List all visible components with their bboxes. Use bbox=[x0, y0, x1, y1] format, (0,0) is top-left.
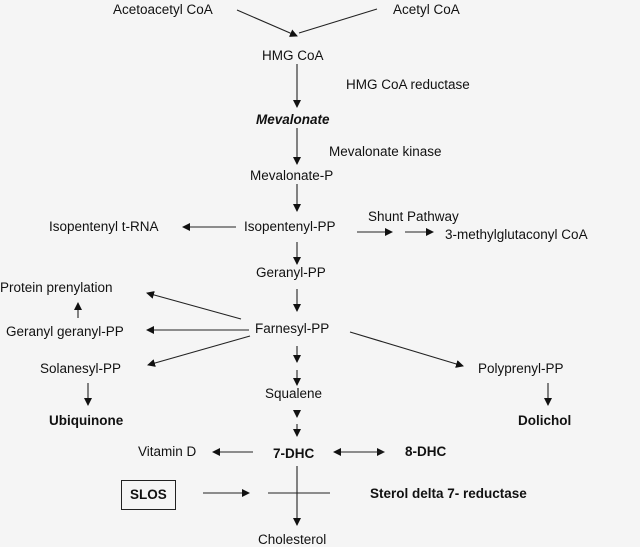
arrow-acetyl-to-hmg bbox=[298, 8, 378, 34]
node-isopentenyl-pp: Isopentenyl-PP bbox=[244, 219, 336, 234]
node-ubiquinone: Ubiquinone bbox=[49, 413, 124, 428]
node-mevalonate: Mevalonate bbox=[256, 112, 330, 127]
label-shunt-pathway: Shunt Pathway bbox=[368, 209, 459, 224]
node-squalene: Squalene bbox=[265, 386, 323, 401]
label-hmg-coa-reductase: HMG CoA reductase bbox=[346, 77, 470, 92]
node-geranyl-geranyl-pp: Geranyl geranyl-PP bbox=[6, 324, 124, 339]
node-3-methylglutaconyl-coa: 3-methylglutaconyl CoA bbox=[445, 227, 588, 242]
node-vitamin-d: Vitamin D bbox=[138, 444, 197, 459]
node-hmg-coa: HMG CoA bbox=[262, 48, 324, 63]
node-slos-box: SLOS bbox=[121, 480, 176, 510]
label-sterol-delta-7-reductase: Sterol delta 7- reductase bbox=[370, 486, 527, 501]
node-mevalonate-p: Mevalonate-P bbox=[250, 168, 334, 183]
arrow-farnesyl-to-prenylation bbox=[146, 291, 242, 320]
node-farnesyl-pp: Farnesyl-PP bbox=[255, 321, 330, 336]
node-protein-prenylation: Protein prenylation bbox=[0, 280, 113, 295]
arrow-farnesyl-to-solanesyl bbox=[147, 335, 251, 367]
node-acetoacetyl-coa: Acetoacetyl CoA bbox=[113, 2, 213, 17]
label-mevalonate-kinase: Mevalonate kinase bbox=[329, 144, 442, 159]
arrow-acetoacetyl-to-hmg bbox=[236, 9, 298, 37]
node-isopentenyl-trna: Isopentenyl t-RNA bbox=[49, 219, 159, 234]
node-dolichol: Dolichol bbox=[518, 413, 572, 428]
node-7-dhc: 7-DHC bbox=[273, 446, 315, 461]
node-solanesyl-pp: Solanesyl-PP bbox=[40, 361, 122, 376]
node-polyprenyl-pp: Polyprenyl-PP bbox=[478, 361, 564, 376]
node-acetyl-coa: Acetyl CoA bbox=[393, 2, 460, 17]
node-cholesterol: Cholesterol bbox=[258, 532, 327, 547]
arrow-farnesyl-to-polyprenyl bbox=[349, 331, 464, 368]
node-geranyl-pp: Geranyl-PP bbox=[256, 265, 326, 280]
node-8-dhc: 8-DHC bbox=[405, 444, 447, 459]
